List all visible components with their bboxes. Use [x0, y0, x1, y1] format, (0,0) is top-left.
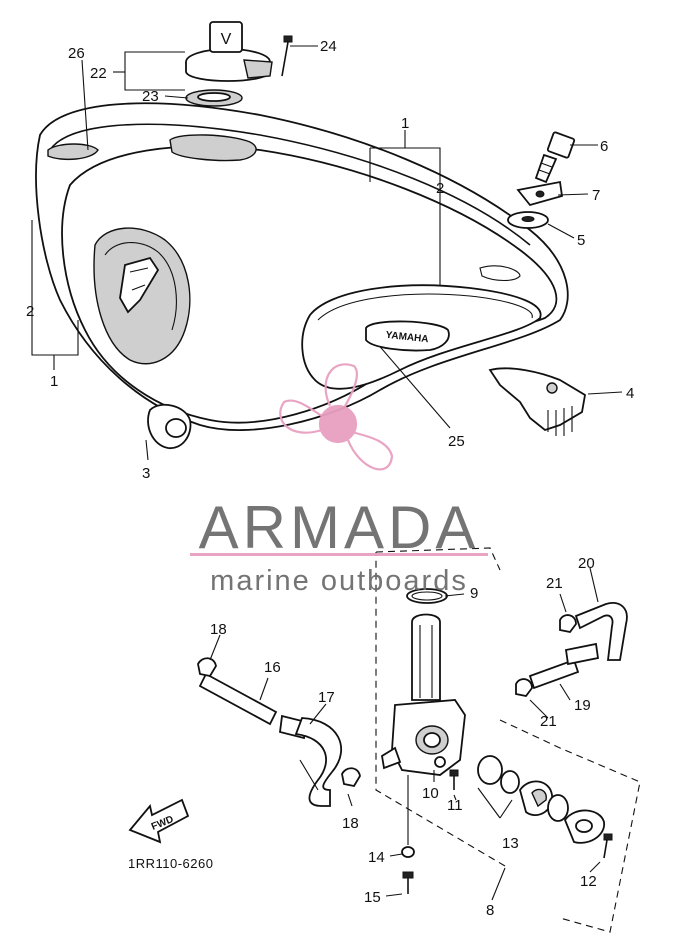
grommet-3: [147, 403, 192, 449]
bolt-6: [534, 131, 576, 184]
label-15: 15: [364, 889, 381, 906]
label-11: 11: [447, 797, 463, 814]
label-10: 10: [422, 785, 439, 802]
label-23: 23: [142, 88, 159, 105]
label-3: 3: [142, 465, 150, 482]
label-13: 13: [502, 835, 519, 852]
fwd-arrow-icon: FWD: [128, 798, 190, 844]
label-24: 24: [320, 38, 337, 55]
label-2-left: 2: [26, 303, 34, 320]
label-22: 22: [90, 65, 107, 82]
watermark-divider: [190, 553, 488, 556]
label-21-top: 21: [546, 575, 563, 592]
label-8: 8: [486, 902, 494, 919]
hoses: [197, 602, 628, 807]
label-6: 6: [600, 138, 608, 155]
label-17: 17: [318, 689, 335, 706]
watermark-tagline: marine outboards: [210, 565, 468, 597]
leader-lines: [31, 45, 623, 901]
label-16: 16: [264, 659, 281, 676]
label-2-right: 2: [436, 180, 444, 197]
svg-text:V: V: [221, 31, 232, 48]
part-labels: 26 22 23 24 1 2 6 7 5 4 2 1 3 25 9 21 20…: [26, 38, 634, 919]
label-12: 12: [580, 873, 597, 890]
propeller-logo-icon: [279, 363, 394, 471]
label-1-top: 1: [401, 115, 409, 132]
label-5: 5: [577, 232, 585, 249]
fuel-cap-assembly: V: [185, 21, 293, 107]
label-26: 26: [68, 45, 85, 62]
watermark-brand: ARMADA: [199, 494, 480, 561]
label-20: 20: [578, 555, 595, 572]
plate-7: [516, 180, 564, 207]
label-1-left: 1: [50, 373, 58, 390]
fuel-cock: [381, 588, 613, 894]
armada-watermark: ARMADA marine outboards: [190, 363, 488, 597]
bracket-4: [488, 367, 586, 436]
label-7: 7: [592, 187, 600, 204]
label-25: 25: [448, 433, 465, 450]
damper-5: [507, 211, 549, 229]
label-14: 14: [368, 849, 385, 866]
label-9: 9: [470, 585, 478, 602]
reference-code: 1RR110-6260: [128, 856, 213, 871]
yamaha-emblem: YAMAHA: [365, 320, 450, 352]
label-4: 4: [626, 385, 634, 402]
assembly-boundary: [375, 547, 641, 933]
label-18-right: 18: [342, 815, 359, 832]
label-18-left: 18: [210, 621, 227, 638]
label-21-bottom: 21: [540, 713, 557, 730]
fuel-tank: [35, 102, 569, 431]
emblem-text: YAMAHA: [385, 330, 429, 345]
label-19: 19: [574, 697, 591, 714]
